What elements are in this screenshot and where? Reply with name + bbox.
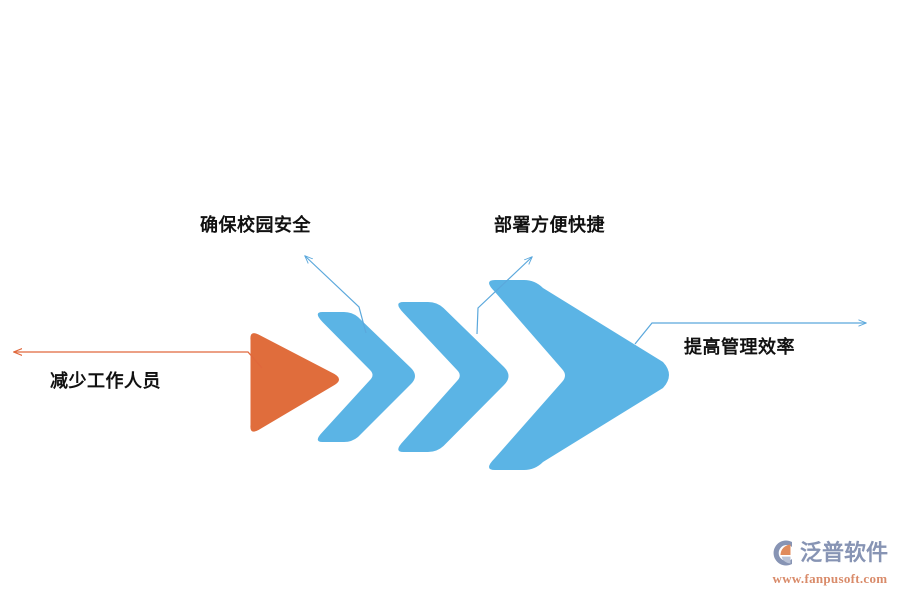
callout-line-safety (305, 256, 367, 334)
callout-line-deploy (476, 257, 532, 335)
watermark-url: www.fanpusoft.com (772, 571, 888, 586)
watermark-company-name: 泛普软件 (800, 540, 889, 565)
watermark-logo: 泛普软件 www.fanpusoft.com (766, 536, 894, 594)
blue-chevron-medium-shape (398, 302, 509, 452)
callout-line-efficiency (634, 323, 866, 345)
callout-label-safety: 确保校园安全 (200, 215, 311, 235)
orange-triangle-shape (250, 333, 339, 432)
watermark-row: 泛普软件 (766, 536, 894, 570)
callout-label-staff: 减少工作人员 (50, 371, 161, 391)
fanpu-crescent-logo-icon (773, 540, 792, 566)
callout-label-deploy: 部署方便快捷 (494, 215, 605, 235)
blue-chevron-small-shape (317, 312, 415, 442)
callout-label-efficiency: 提高管理效率 (684, 337, 795, 357)
callout-line-staff (14, 352, 263, 369)
blue-chevron-large-shape (489, 280, 669, 470)
